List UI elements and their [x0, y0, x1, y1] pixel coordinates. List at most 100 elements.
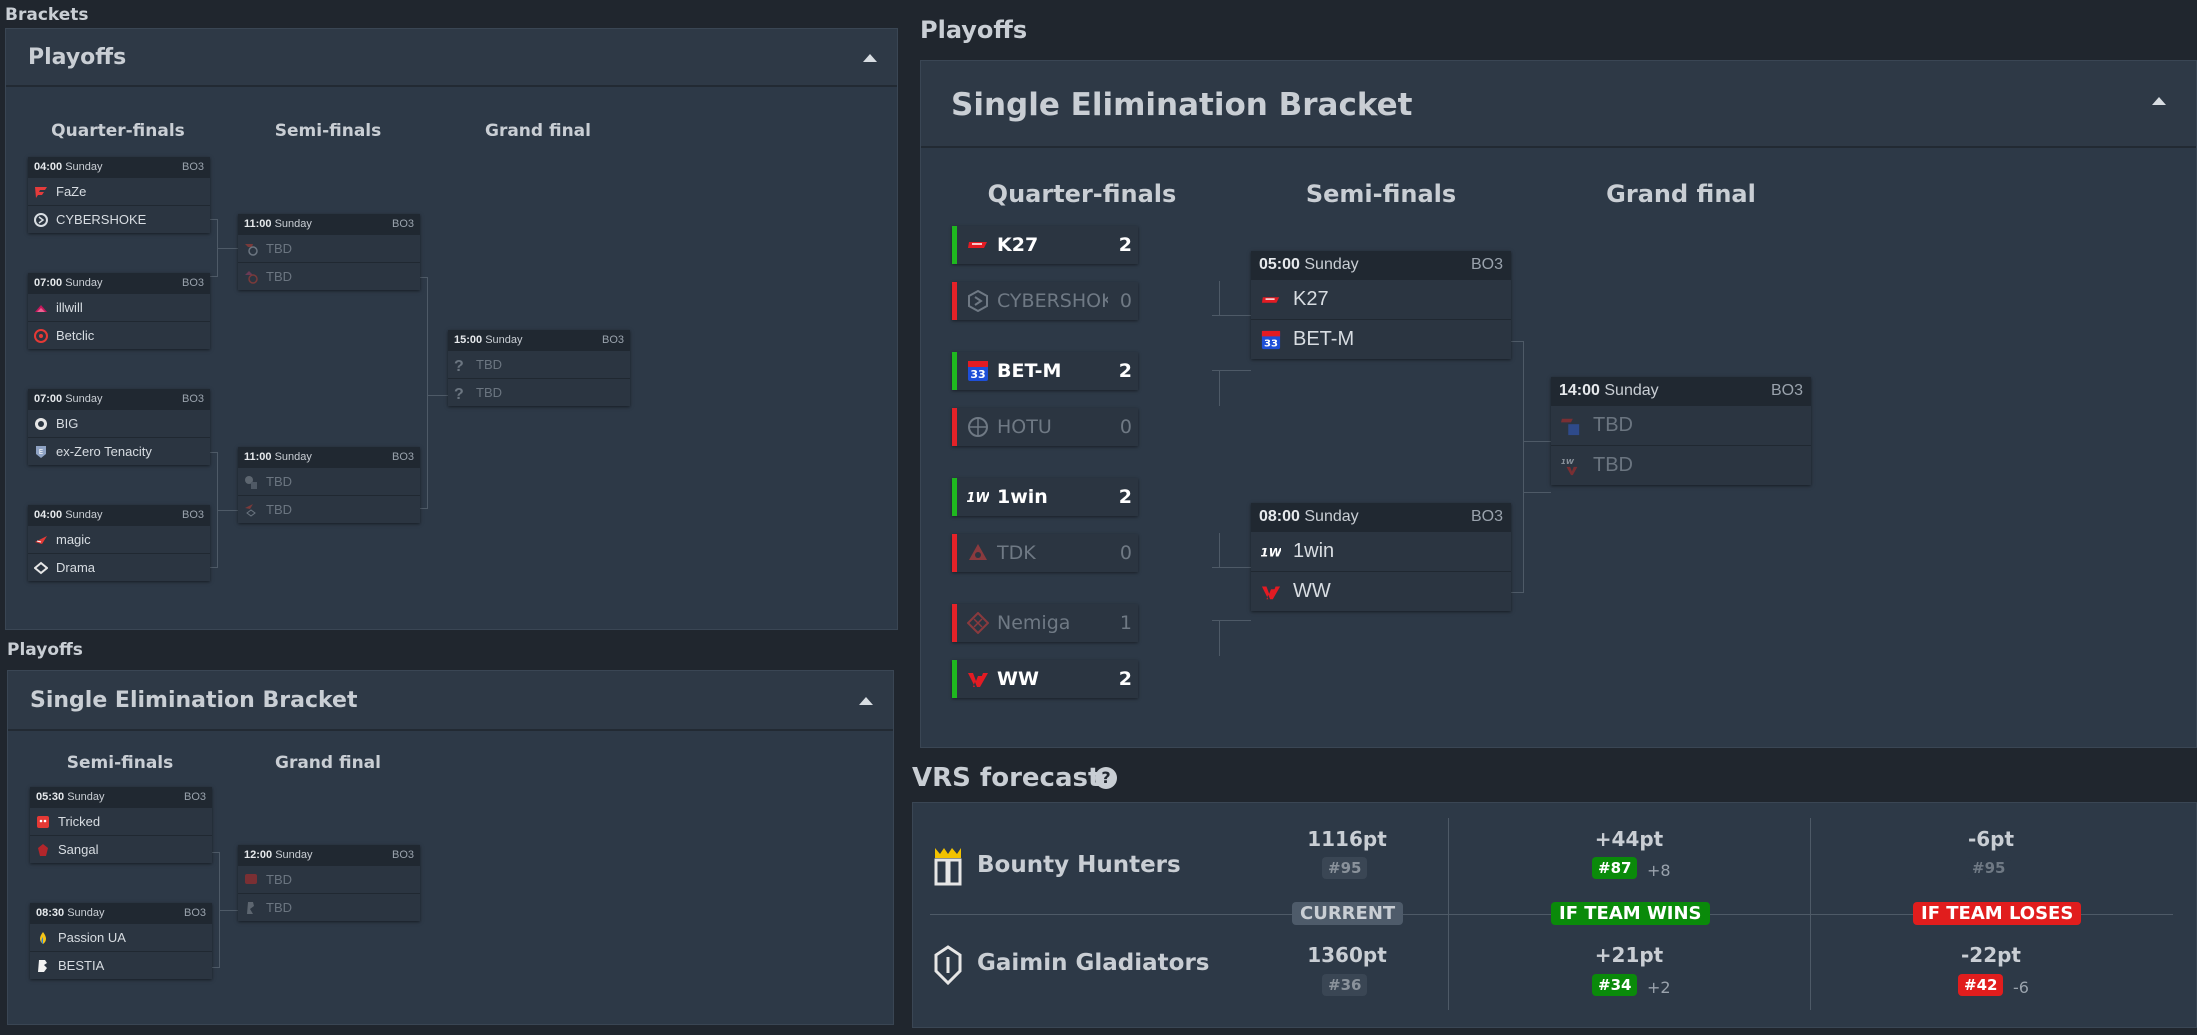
panel-header[interactable]: Single Elimination Bracket [8, 671, 893, 731]
svg-text:33: 33 [1264, 338, 1278, 349]
big-logo-icon [34, 417, 48, 431]
lose-rank-delta: -6 [2013, 978, 2029, 997]
ww-logo-icon [1261, 582, 1281, 602]
connector [1212, 533, 1220, 568]
qf-team-row[interactable]: TDK 0 [952, 534, 1138, 572]
current-rank: #36 [1322, 974, 1368, 996]
team-name: TBD [476, 385, 502, 400]
match-day: Sunday [65, 393, 103, 405]
section-label-playoffs: Playoffs [920, 16, 1028, 44]
1win-logo-icon: 1W [966, 486, 990, 508]
qf-team-row[interactable]: CYBERSHOKE Pr... 0 [952, 282, 1138, 320]
team-placeholder-icon [1561, 416, 1581, 436]
match-day: Sunday [67, 791, 105, 803]
qf-team-row[interactable]: 33 BET-M 2 [952, 352, 1138, 390]
team-name: magic [56, 532, 91, 547]
match-time: 07:00 [34, 277, 63, 289]
round-label: Semi-finals [1305, 180, 1457, 208]
connector [1220, 315, 1251, 316]
team-name: TBD [266, 241, 292, 256]
qf-team-row[interactable]: 1W 1win 2 [952, 478, 1138, 516]
team-name: 1win [1293, 540, 1335, 562]
team-name: HOTU [997, 416, 1052, 438]
connector [218, 248, 238, 249]
team-placeholder-icon [244, 901, 258, 915]
panel-header[interactable]: Single Elimination Bracket [921, 61, 2196, 148]
collapse-caret-icon[interactable] [859, 697, 873, 705]
ww-logo-icon [967, 668, 989, 690]
match-format: BO3 [183, 907, 206, 919]
connector [1524, 492, 1551, 493]
match-format: BO3 [1770, 382, 1803, 399]
team-name: Betclic [56, 328, 95, 343]
team-placeholder-icon [244, 270, 258, 284]
match-format: BO3 [391, 451, 414, 463]
connector [1212, 281, 1220, 316]
qf-team-row[interactable]: Nemiga 1 [952, 604, 1138, 642]
help-icon[interactable]: ? [1095, 767, 1117, 789]
current-label: CURRENT [1292, 902, 1404, 925]
bestia-logo-icon [36, 959, 50, 973]
team-placeholder-icon: 1W [1561, 456, 1581, 476]
hotu-logo-icon [967, 416, 989, 438]
k27-logo-icon [1261, 290, 1281, 310]
match-format: BO3 [181, 277, 204, 289]
connector [1220, 567, 1251, 568]
match-time: 11:00 [244, 218, 272, 230]
team-name: K27 [997, 234, 1039, 256]
win-rank: #34 [1592, 974, 1638, 996]
round-label: Quarter-finals [987, 180, 1177, 208]
drama-logo-icon [33, 561, 49, 575]
team-score: 2 [1118, 234, 1132, 256]
team-score: 1 [1119, 612, 1132, 634]
current-rank: #95 [1322, 857, 1368, 879]
team-name: TBD [266, 900, 292, 915]
win-points: +44pt [1594, 827, 1664, 851]
team-name: TBD [266, 872, 292, 887]
team-name: Nemiga [997, 612, 1071, 634]
tricked-logo-icon [36, 815, 50, 829]
team-name: BET-M [997, 360, 1062, 382]
collapse-caret-icon[interactable] [863, 54, 877, 62]
team-placeholder-icon [244, 503, 258, 517]
illwill-logo-icon [34, 301, 48, 315]
if-team-wins-label: IF TEAM WINS [1551, 902, 1710, 925]
passion-ua-logo-icon [36, 931, 50, 945]
qf-team-row[interactable]: HOTU 0 [952, 408, 1138, 446]
team-name: BIG [56, 416, 79, 431]
team-name: TBD [266, 269, 292, 284]
team-name: TBD [266, 474, 292, 489]
section-label-playoffs: Playoffs [7, 640, 83, 660]
connector [218, 510, 238, 511]
team-name: TBD [1593, 414, 1633, 436]
team-name: K27 [1293, 288, 1329, 310]
team-name: Tricked [58, 814, 101, 829]
vrs-forecast-title: VRS forecast [912, 763, 1101, 793]
qf-team-row[interactable]: WW 2 [952, 660, 1138, 698]
panel-header[interactable]: Playoffs [6, 29, 897, 87]
svg-text:33: 33 [970, 368, 985, 381]
k27-logo-icon [967, 234, 989, 256]
match-time: 12:00 [244, 849, 273, 861]
svg-text:1W: 1W [1561, 457, 1575, 466]
qf-team-row[interactable]: K27 2 [952, 226, 1138, 264]
connector [210, 219, 218, 277]
round-label: Grand final [274, 753, 381, 773]
bounty-hunters-logo-icon [933, 846, 963, 891]
round-label: Grand final [1606, 180, 1756, 208]
match-time: 04:00 [34, 509, 63, 521]
collapse-caret-icon[interactable] [2152, 97, 2166, 105]
